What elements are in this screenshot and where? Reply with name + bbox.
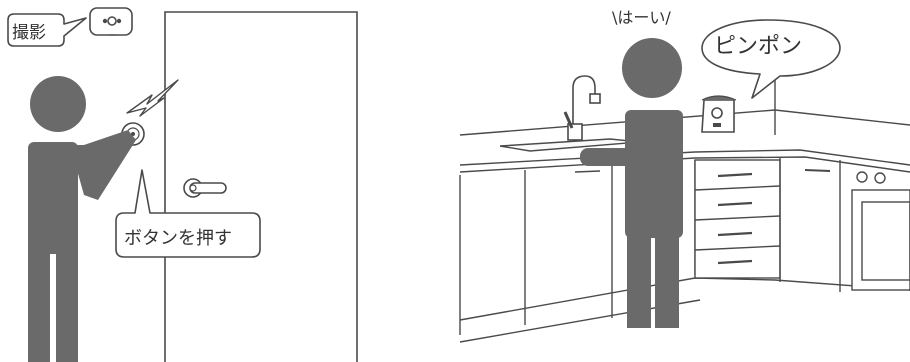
oven <box>852 172 910 290</box>
kitchen-scene <box>460 70 910 342</box>
wireless-signal-icon <box>127 80 178 116</box>
countertop-lip <box>460 157 910 172</box>
person-answering <box>580 38 683 328</box>
door-handle <box>184 179 226 197</box>
door-scene <box>8 8 357 362</box>
camera-device-icon <box>90 8 132 35</box>
chime-label: ピンポン <box>714 28 802 60</box>
chime-speaker-icon <box>702 96 736 132</box>
floor-line <box>460 278 910 320</box>
press-button-label: ボタンを押す <box>124 224 232 250</box>
drawer-stack <box>695 160 780 278</box>
back-wall-line <box>460 110 910 135</box>
photo-label: 撮影 <box>12 18 46 43</box>
faucet-icon <box>565 76 600 140</box>
reply-label: \はーい/ <box>612 4 671 28</box>
